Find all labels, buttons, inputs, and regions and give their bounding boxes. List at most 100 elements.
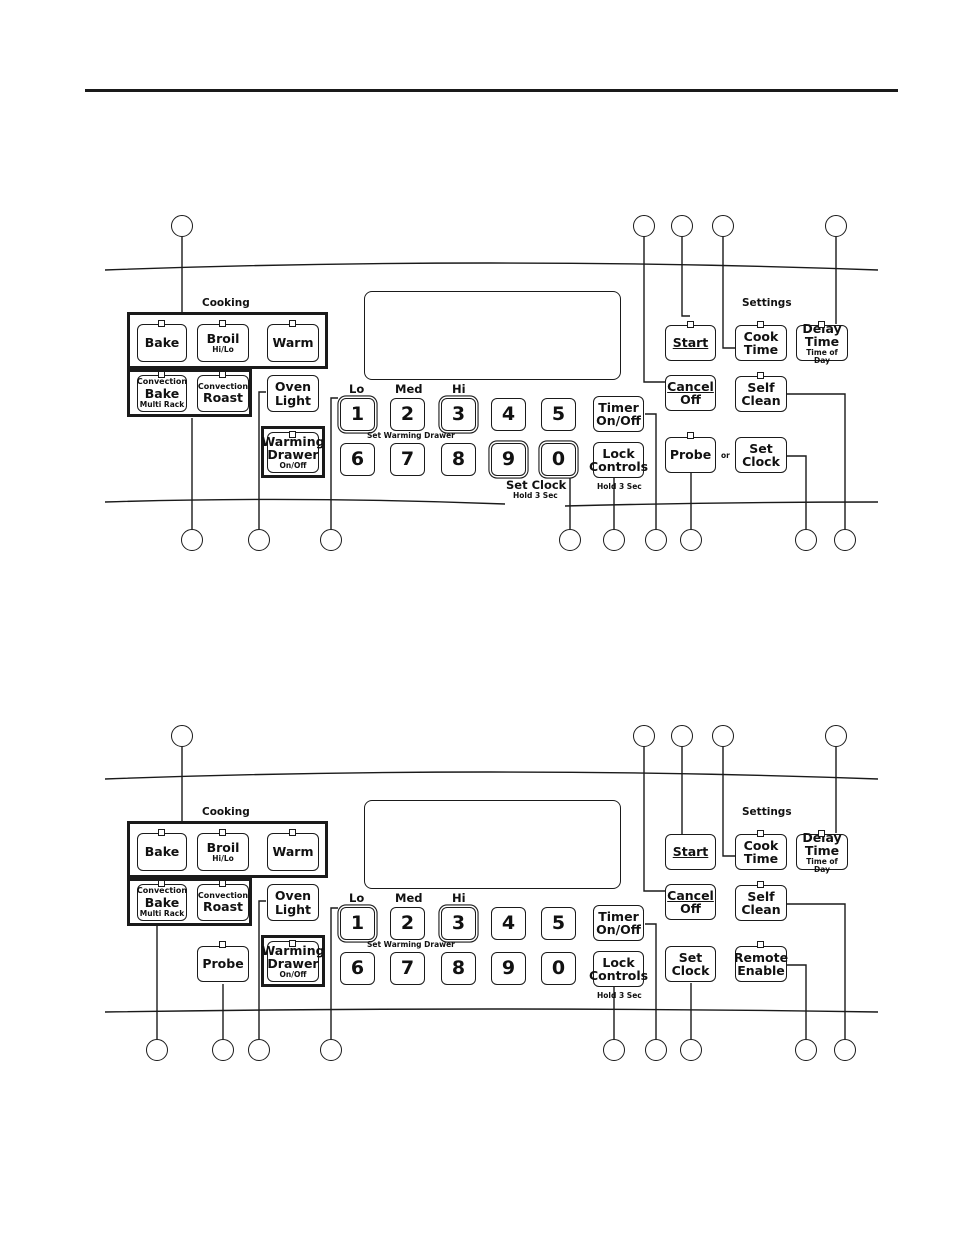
- key-4[interactable]: 4: [491, 398, 526, 431]
- key-0-label: 0: [551, 956, 566, 979]
- key-8[interactable]: 8: [441, 952, 476, 985]
- cook-time-button[interactable]: Cook Time: [735, 325, 787, 361]
- key-0[interactable]: 0: [541, 952, 576, 985]
- cook-time-label-1: Cook: [743, 328, 779, 344]
- callout-cooking: [171, 215, 193, 237]
- timer-label-2: On/Off: [596, 413, 641, 428]
- key-7-label: 7: [400, 956, 415, 979]
- delay-time-indicator: [818, 830, 825, 837]
- key-8[interactable]: 8: [441, 443, 476, 476]
- broil-button[interactable]: Broil Hi/Lo: [197, 324, 249, 362]
- key-3-label: 3: [451, 911, 466, 934]
- settings-label: Settings: [742, 297, 792, 309]
- panel2-top-edge: [104, 771, 879, 780]
- lock-controls-button[interactable]: Lock Controls: [589, 442, 648, 478]
- delay-time-button[interactable]: Delay Time Time of Day: [796, 830, 848, 873]
- key-3[interactable]: 3: [441, 398, 476, 431]
- probe-button[interactable]: Probe: [665, 437, 716, 473]
- timer-button[interactable]: Timer On/Off: [593, 396, 644, 432]
- cancel-button[interactable]: Cancel Off: [665, 884, 716, 920]
- key-6[interactable]: 6: [340, 443, 375, 476]
- oven-light-button[interactable]: Oven Light: [267, 375, 319, 412]
- oven-light-label-2: Light: [274, 392, 312, 408]
- self-clean-button[interactable]: Self Clean: [735, 885, 787, 921]
- convection-roast-indicator: [219, 371, 226, 378]
- timer-button[interactable]: Timer On/Off: [593, 905, 644, 941]
- cooking-group: [127, 821, 328, 878]
- key-0-label: 0: [551, 447, 566, 470]
- self-clean-button[interactable]: Self Clean: [735, 376, 787, 412]
- convection-roast-button[interactable]: Convection Roast: [197, 375, 249, 412]
- convection-roast-button[interactable]: Convection Roast: [197, 884, 249, 921]
- key-4-label: 4: [501, 911, 516, 934]
- delay-time-label-2: Time: [804, 333, 840, 349]
- convection-bake-button[interactable]: Convection Bake Multi Rack: [137, 375, 187, 412]
- start-button[interactable]: Start: [665, 834, 716, 870]
- settings-label: Settings: [742, 806, 792, 818]
- key-5-label: 5: [551, 402, 566, 425]
- hi-label: Hi: [452, 891, 466, 905]
- key-5-label: 5: [551, 911, 566, 934]
- callout-convection: [146, 1039, 168, 1061]
- cook-time-button[interactable]: Cook Time: [735, 834, 787, 870]
- probe-button[interactable]: Probe: [197, 946, 249, 982]
- bake-button[interactable]: Bake: [137, 324, 187, 362]
- set-clock-button[interactable]: Set Clock: [665, 946, 716, 982]
- key-2[interactable]: 2: [390, 398, 425, 431]
- key-7[interactable]: 7: [390, 443, 425, 476]
- key-0[interactable]: 0: [541, 443, 576, 476]
- key-2[interactable]: 2: [390, 907, 425, 940]
- lock-controls-button[interactable]: Lock Controls: [589, 951, 648, 987]
- key-5[interactable]: 5: [541, 907, 576, 940]
- oven-light-label-2: Light: [274, 901, 312, 917]
- set-clock-button[interactable]: Set Clock: [735, 437, 787, 473]
- callout-cooking: [171, 725, 193, 747]
- warming-drawer-indicator: [289, 431, 296, 438]
- delay-time-button[interactable]: Delay Time Time of Day: [796, 321, 848, 364]
- key-9[interactable]: 9: [491, 952, 526, 985]
- delay-time-label-2: Time: [804, 842, 840, 858]
- key-4[interactable]: 4: [491, 907, 526, 940]
- set-warming-drawer-label: Set Warming Drawer: [367, 940, 455, 949]
- callout-delay-time: [825, 215, 847, 237]
- callout-set-clock: [680, 1039, 702, 1061]
- key-5[interactable]: 5: [541, 398, 576, 431]
- lock-controls-hold-label: Hold 3 Sec: [597, 482, 642, 491]
- broil-button[interactable]: Broil Hi/Lo: [197, 833, 249, 871]
- key-3[interactable]: 3: [441, 907, 476, 940]
- cancel-button[interactable]: Cancel Off: [665, 375, 716, 411]
- key-1[interactable]: 1: [340, 907, 375, 940]
- cook-time-label-1: Cook: [743, 837, 779, 853]
- broil-sub-label: Hi/Lo: [212, 854, 234, 864]
- key-1[interactable]: 1: [340, 398, 375, 431]
- convection-bake-sub-label: Multi Rack: [139, 399, 185, 409]
- callout-lock-controls: [603, 1039, 625, 1061]
- callout-timer: [645, 1039, 667, 1061]
- warm-label: Warm: [272, 335, 314, 351]
- warming-drawer-button[interactable]: Warming Drawer On/Off: [261, 432, 325, 473]
- convection-bake-indicator: [158, 880, 165, 887]
- start-button[interactable]: Start: [665, 325, 716, 361]
- callout-start: [671, 725, 693, 747]
- key-6-label: 6: [350, 447, 365, 470]
- remote-enable-button[interactable]: Remote Enable: [734, 946, 788, 982]
- callout-cook-time: [712, 215, 734, 237]
- key-1-label: 1: [350, 911, 365, 934]
- key-7[interactable]: 7: [390, 952, 425, 985]
- lock-controls-label-2: Controls: [588, 968, 649, 983]
- bake-button[interactable]: Bake: [137, 833, 187, 871]
- self-clean-indicator: [757, 372, 764, 379]
- warm-button[interactable]: Warm: [267, 324, 319, 362]
- callout-timer: [645, 529, 667, 551]
- key-6[interactable]: 6: [340, 952, 375, 985]
- convection-bake-button[interactable]: Convection Bake Multi Rack: [137, 884, 187, 921]
- callout-oven-light: [248, 529, 270, 551]
- callout-warming-drawer: [320, 529, 342, 551]
- key-9[interactable]: 9: [491, 443, 526, 476]
- warming-drawer-label-2: Drawer: [267, 447, 319, 463]
- oven-light-button[interactable]: Oven Light: [267, 884, 319, 921]
- lo-label: Lo: [349, 891, 365, 905]
- lock-controls-label-1: Lock: [602, 445, 635, 461]
- warm-button[interactable]: Warm: [267, 833, 319, 871]
- warming-drawer-button[interactable]: Warming Drawer On/Off: [261, 941, 325, 982]
